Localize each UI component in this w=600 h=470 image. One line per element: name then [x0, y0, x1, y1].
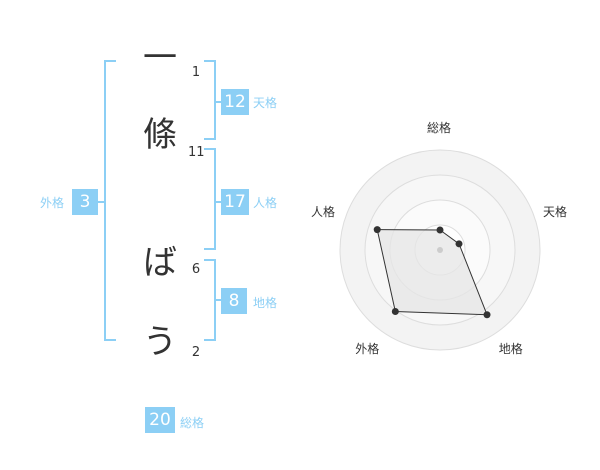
- radar-point-天格: [455, 240, 463, 248]
- jinkaku-bracket-bottom: [204, 248, 216, 250]
- name-char-4: う: [143, 322, 177, 362]
- tenkaku-label: 天格: [253, 96, 278, 110]
- radar-axis-label: 外格: [355, 341, 380, 356]
- radar-point-外格: [391, 307, 399, 315]
- gaikaku-bracket-top: [104, 60, 116, 62]
- tenkaku-bracket-vertical: [214, 60, 216, 140]
- radar-axis-label: 人格: [310, 205, 335, 220]
- chikaku-bracket-bottom: [204, 339, 216, 341]
- jinkaku-connector: [214, 201, 222, 203]
- tenkaku-bracket-bottom: [204, 138, 216, 140]
- jinkaku-bracket-vertical: [214, 148, 216, 250]
- jinkaku-value-badge: 17: [221, 189, 249, 215]
- stroke-count-2: 11: [188, 145, 205, 160]
- soukaku-value-badge: 20: [145, 407, 175, 433]
- radar-series-polygon: [376, 229, 488, 316]
- radar-center-point: [437, 247, 443, 253]
- chikaku-value-badge: 8: [221, 288, 247, 314]
- gaikaku-connector: [98, 201, 106, 203]
- jinkaku-bracket-top: [204, 148, 216, 150]
- soukaku-label: 総格: [180, 416, 205, 430]
- radar-point-人格: [373, 226, 381, 234]
- gaikaku-label: 外格: [40, 196, 65, 210]
- tenkaku-bracket-top: [204, 60, 216, 62]
- jinkaku-label: 人格: [253, 196, 278, 210]
- gaikaku-value-badge: 3: [72, 189, 98, 215]
- stroke-count-1: 1: [191, 65, 201, 80]
- chikaku-bracket-top: [204, 259, 216, 261]
- stroke-count-3: 6: [191, 262, 201, 277]
- chikaku-connector: [214, 299, 222, 301]
- name-char-2: 條: [143, 115, 177, 155]
- tenkaku-connector: [214, 101, 222, 103]
- stroke-count-4: 2: [191, 345, 201, 360]
- radar-axis-label: 総格: [427, 121, 452, 135]
- name-char-3: ば: [143, 243, 177, 283]
- radar-axis-label: 天格: [543, 205, 568, 220]
- radar-point-地格: [483, 311, 491, 319]
- radar-axis-label: 地格: [498, 341, 523, 356]
- chikaku-label: 地格: [253, 296, 278, 310]
- tenkaku-value-badge: 12: [221, 89, 249, 115]
- gaikaku-bracket-bottom: [104, 339, 116, 341]
- gaikaku-bracket-vertical: [104, 60, 106, 341]
- radar-point-総格: [436, 226, 444, 234]
- name-char-1: 一: [143, 38, 177, 78]
